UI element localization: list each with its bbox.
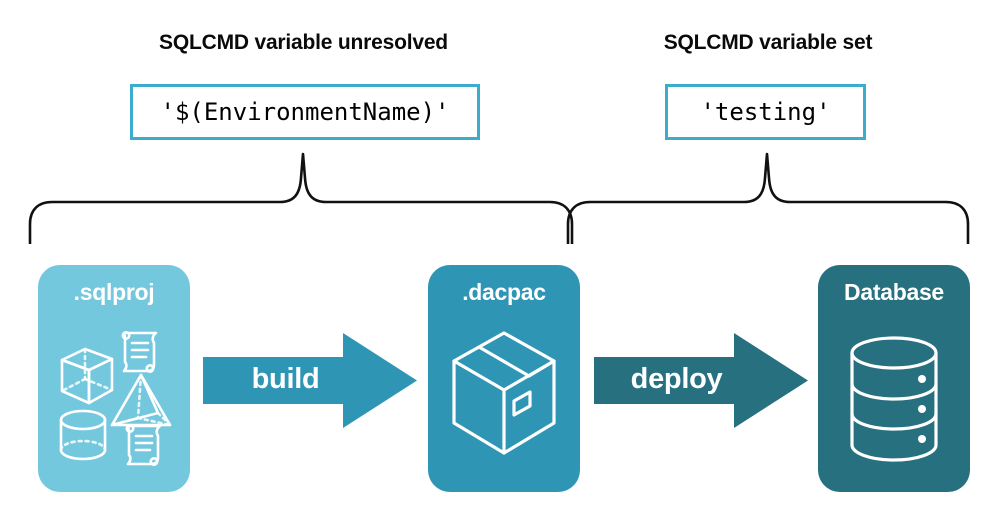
database-status-dots <box>918 375 926 443</box>
script-scroll-icon <box>125 424 162 467</box>
cylinder-wireframe-icon <box>59 409 107 461</box>
curly-brace-left <box>28 152 574 249</box>
stage-label-dacpac: .dacpac <box>462 279 546 305</box>
arrow-build: build <box>203 333 419 428</box>
curly-brace-right <box>566 152 970 249</box>
stage-box-sqlproj: .sqlproj <box>38 265 190 492</box>
package-box-icon <box>452 331 556 455</box>
curly-brace-icon <box>28 152 574 246</box>
cube-wireframe-icon <box>60 347 114 405</box>
project-artifacts-icon <box>59 330 172 467</box>
stage-label-database: Database <box>844 279 944 305</box>
database-cylinder-icon <box>850 336 938 462</box>
right-arrow-icon <box>203 333 417 428</box>
script-scroll-icon <box>121 330 158 373</box>
code-value-box-unresolved: '$(EnvironmentName)' <box>130 84 480 140</box>
stage-box-dacpac: .dacpac <box>428 265 580 492</box>
section-heading-unresolved: SQLCMD variable unresolved <box>159 31 448 54</box>
stage-box-database: Database <box>818 265 970 492</box>
arrow-deploy: deploy <box>594 333 810 428</box>
right-arrow-icon <box>594 333 808 428</box>
section-heading-set: SQLCMD variable set <box>663 31 873 54</box>
pyramid-wireframe-icon <box>110 373 172 427</box>
code-value-box-set: 'testing' <box>665 84 866 140</box>
stage-label-sqlproj: .sqlproj <box>73 279 155 305</box>
arrow-shape <box>594 333 808 428</box>
arrow-shape <box>203 333 417 428</box>
curly-brace-icon <box>566 152 970 246</box>
